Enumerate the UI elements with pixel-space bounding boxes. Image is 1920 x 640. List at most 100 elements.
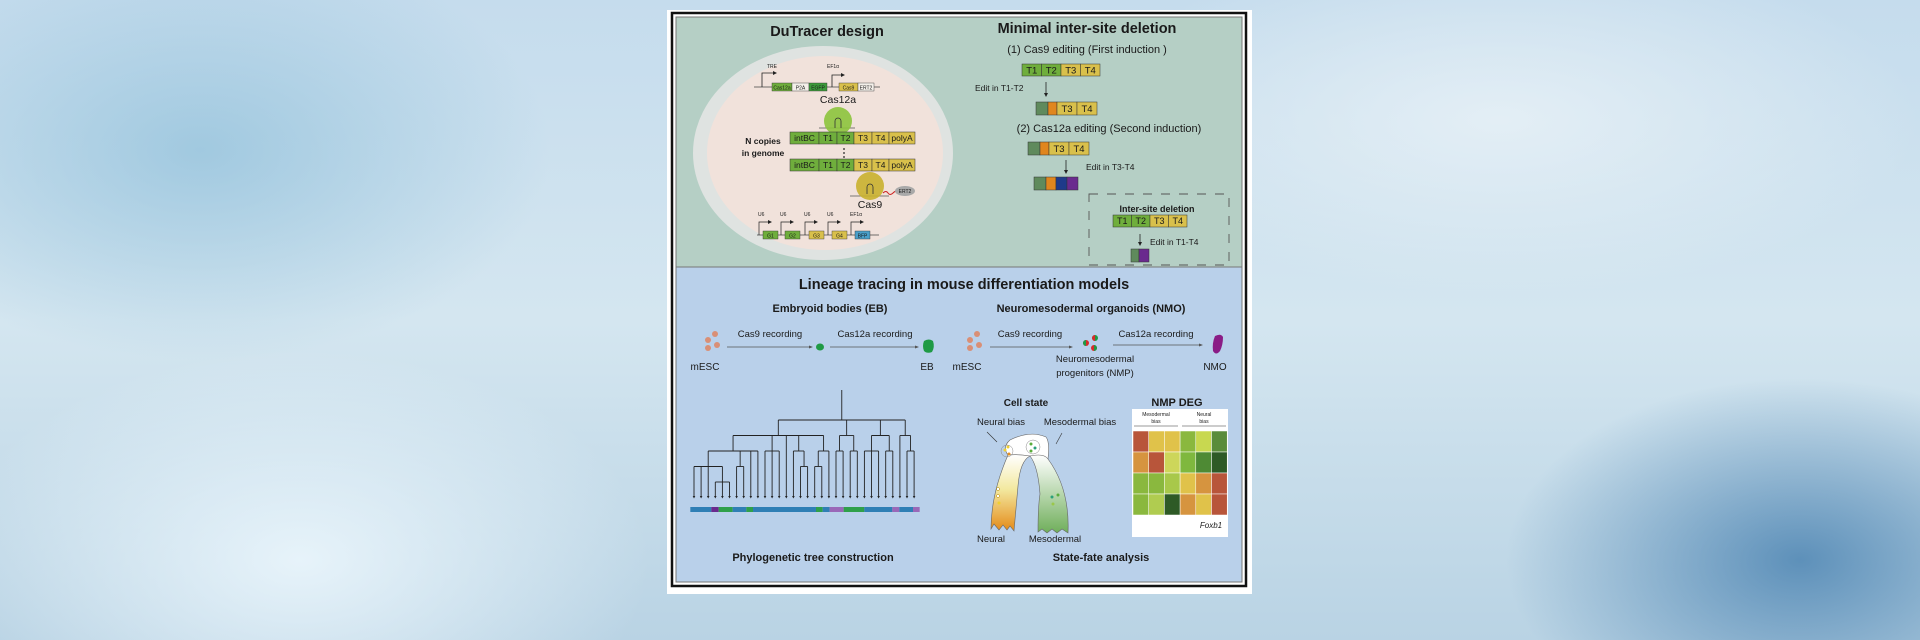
nmo-cas12a-label: Cas12a recording [1119, 329, 1194, 340]
array-segment-label: T1 [823, 160, 833, 170]
tree-leaf [856, 496, 859, 499]
array-segment [1035, 101, 1049, 116]
phylogenetic-tree [692, 390, 916, 499]
array-segment-label: T4 [1081, 104, 1092, 115]
tree-leaf [912, 496, 916, 499]
cell-state-landscape [986, 431, 1069, 534]
heatmap-cell [1132, 493, 1149, 516]
array-segment-label: T2 [1135, 216, 1146, 226]
promoter-label: U6 [804, 212, 811, 218]
heatmap-cell [1132, 430, 1149, 453]
array-segment-label: intBC [794, 133, 815, 143]
arrowhead [915, 345, 919, 349]
edit1-label: Edit in T1-T2 [975, 83, 1024, 93]
mesc-cells-icon [967, 331, 982, 351]
tree-leaf [806, 496, 809, 499]
color-bar-segment [822, 507, 830, 512]
promoter-label: EF1α [850, 212, 862, 218]
promoter-label: U6 [780, 212, 787, 218]
array-segment-label: T3 [1154, 216, 1165, 226]
guide-label: G1 [767, 233, 774, 239]
tree-leaf [877, 496, 880, 499]
array-segment [1168, 214, 1188, 228]
ef1a-label: EF1α [827, 64, 839, 70]
tree-leaf [714, 496, 717, 499]
tree-leaf [735, 496, 738, 499]
heatmap-cell [1195, 493, 1212, 516]
array-segment-label: T4 [1085, 65, 1096, 76]
tree-leaf [863, 496, 866, 499]
heatmap-cell [1148, 493, 1165, 516]
inter-site-deletion-label: Inter-site deletion [1119, 204, 1194, 214]
nmo-cas9-label: Cas9 recording [998, 329, 1062, 340]
egfp-box-label: EGFP [811, 85, 825, 91]
eb-caption: Phylogenetic tree construction [732, 552, 894, 564]
color-bar-segment [753, 507, 816, 512]
cas12a-label: Cas12a [820, 94, 856, 106]
eb-cas9-label: Cas9 recording [738, 329, 802, 340]
neural-group-label: Neural [1197, 412, 1212, 418]
tree-leaf [891, 496, 895, 499]
tree-leaf [756, 496, 760, 499]
array-segment [1076, 101, 1098, 116]
dutracer-title: DuTracer design [770, 24, 884, 40]
heatmap-cell [1211, 451, 1228, 474]
promoter-arrowhead [790, 220, 794, 224]
tree-leaf [898, 496, 902, 499]
lineage-color-bar [690, 507, 920, 512]
arrowhead [809, 345, 813, 349]
heatmap-cell [1164, 451, 1181, 474]
arrowhead [1044, 93, 1048, 97]
heatmap-cell [1211, 493, 1228, 516]
organoid-icon [1212, 334, 1223, 354]
promoter-arrow-icon [831, 74, 841, 87]
neural-bias-label: Neural bias [977, 417, 1025, 428]
array-segment-label: polyA [891, 160, 913, 170]
figure-svg: DuTracer design TRE Cas12a P2A EGFP EF1α… [667, 10, 1252, 594]
nmo-panel: Neuromesodermal organoids (NMO) mESC Cas… [953, 303, 1228, 564]
tree-leaf [820, 496, 824, 499]
array-segment [1033, 176, 1047, 191]
arrowhead [1138, 242, 1142, 246]
cell-inner [707, 56, 943, 250]
heatmap-cell [1195, 472, 1212, 495]
array-segment-label: T3 [1065, 65, 1076, 76]
tre-label: TRE [767, 64, 778, 70]
heatmap-cell [1211, 472, 1228, 495]
color-bar-segment [899, 507, 913, 512]
tree-leaf [785, 496, 788, 499]
array-segment-label: T1 [1026, 65, 1037, 76]
nmp-deg-title: NMP DEG [1151, 397, 1202, 409]
mesodermal-label: Mesodermal [1029, 534, 1081, 545]
heatmap-cell [1164, 430, 1181, 453]
nmp-label-1: Neuromesodermal [1056, 354, 1134, 365]
promoter-arrow-icon [780, 221, 790, 235]
tree-leaf [848, 496, 852, 499]
nmo-title: Neuromesodermal organoids (NMO) [997, 303, 1186, 315]
array-segment-label: T1 [823, 133, 833, 143]
promoter-arrowhead [768, 220, 772, 224]
nmp-cells-icon [1083, 335, 1098, 351]
tree-leaf [870, 496, 873, 499]
tree-leaf [813, 496, 816, 499]
nmo-caption: State-fate analysis [1053, 552, 1150, 564]
cas9-box-label: Cas9 [843, 85, 855, 91]
array-segment-label: T3 [858, 133, 868, 143]
heatmap-cell [1179, 472, 1197, 495]
neural-label: Neural [977, 534, 1005, 545]
array-segment-label: T4 [1073, 144, 1084, 155]
array-segment [1130, 248, 1140, 263]
eb-panel: Embryoid bodies (EB) mESC Cas9 recording… [690, 303, 934, 564]
color-bar-segment [711, 507, 719, 512]
inter-site-dashed-box [1088, 193, 1230, 266]
tree-leaf [763, 496, 767, 499]
array-segment [1027, 141, 1041, 156]
heatmap-cell [1195, 430, 1212, 453]
promoter-arrow-icon [804, 221, 814, 235]
tree-leaf [777, 496, 781, 499]
color-bar-segment [843, 507, 865, 512]
figure: DuTracer design TRE Cas12a P2A EGFP EF1α… [667, 10, 1252, 594]
